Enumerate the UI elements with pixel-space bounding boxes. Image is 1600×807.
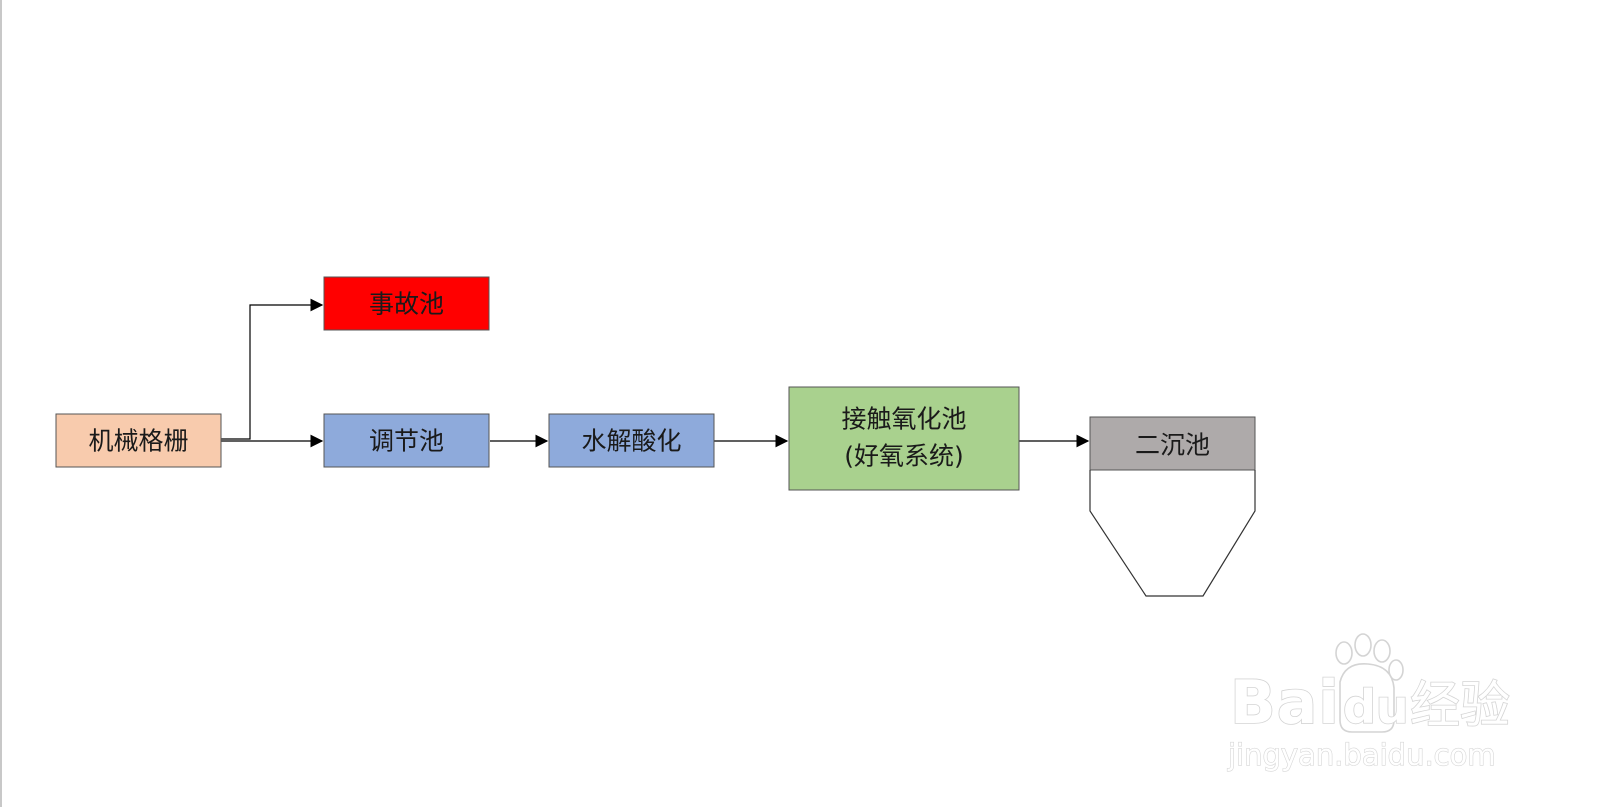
node-hydrolysis-acidification-box [548, 413, 715, 468]
watermark-brand-cn: 经验 [1410, 676, 1510, 734]
node-hydrolysis-acidification-label: 水解酸化 [581, 427, 681, 456]
node-contact-oxidation-box [788, 386, 1020, 491]
node-hydrolysis-acidification: 水解酸化 [548, 413, 715, 468]
paw-icon [1335, 633, 1404, 733]
node-adjust-pool: 调节池 [323, 413, 490, 468]
node-secondary-clarifier-box [1089, 416, 1256, 471]
node-adjust-pool-box [323, 413, 490, 468]
node-mechanical-grid: 机械格栅 [55, 413, 222, 468]
node-accident-pool-box [323, 276, 490, 331]
node-contact-oxidation: 接触氧化池 (好氧系统) [788, 386, 1020, 491]
node-mechanical-grid-box [55, 413, 222, 468]
node-accident-pool-label: 事故池 [369, 290, 444, 319]
node-adjust-pool-label: 调节池 [369, 427, 444, 456]
baidu-jingyan-watermark: Bai du 经验 jingyan.baidu.com [1226, 633, 1511, 773]
connectors [220, 298, 1090, 448]
page-left-border [0, 0, 2, 807]
node-secondary-clarifier: 二沉池 [1089, 416, 1256, 597]
arrow-grid-to-accident [220, 298, 324, 440]
watermark-url: jingyan.baidu.com [1227, 738, 1496, 772]
node-secondary-clarifier-label: 二沉池 [1135, 431, 1210, 460]
node-accident-pool: 事故池 [323, 276, 490, 331]
watermark-brand-a: Bai [1230, 668, 1340, 738]
node-contact-oxidation-label-line1: 接触氧化池 [841, 405, 966, 434]
watermark-brand-b: du [1343, 680, 1409, 734]
node-mechanical-grid-label: 机械格栅 [88, 427, 188, 456]
node-contact-oxidation-label-line2: (好氧系统) [844, 442, 964, 471]
clarifier-hopper-shape [1089, 470, 1256, 597]
